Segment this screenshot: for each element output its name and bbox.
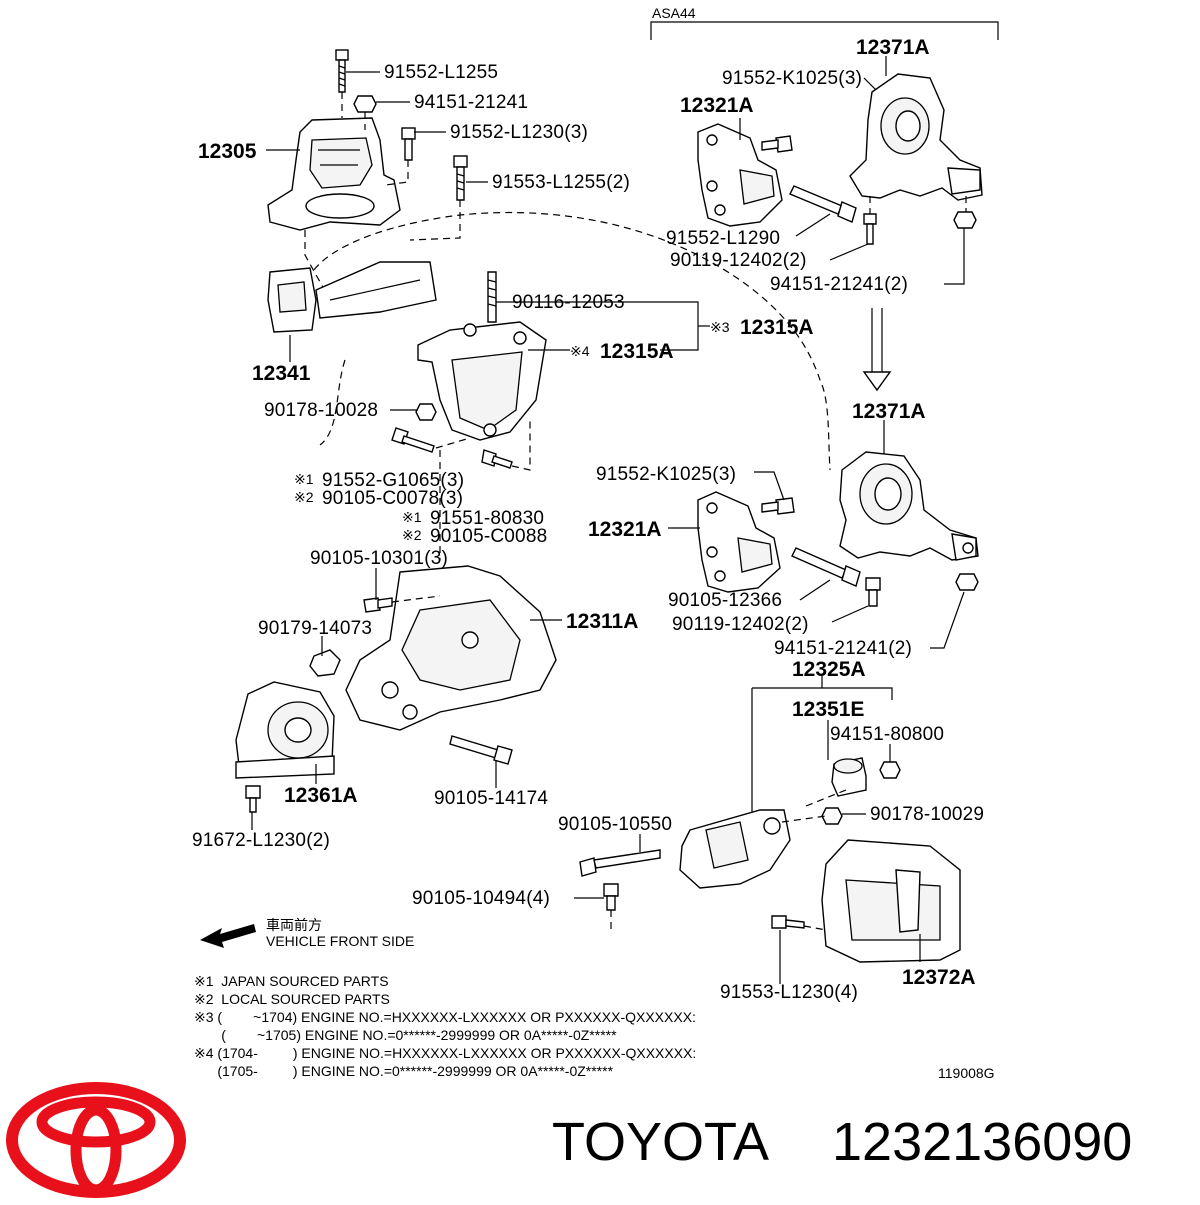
label-90105-10494: 90105-10494(4) (412, 888, 550, 909)
label-90116-12053: 90116-12053 (512, 292, 625, 313)
label-94151-21241-mid: 94151-21241(2) (774, 638, 912, 659)
label-94151-21241: 94151-21241 (414, 92, 528, 113)
label-90105-C0088: 90105-C0088 (430, 526, 547, 547)
toyota-emblem-icon (6, 1082, 186, 1198)
label-12325A: 12325A (792, 658, 866, 681)
part-labels: 12371A 91552-K1025(3) 12321A 91552-L1290… (192, 36, 984, 1003)
label-91552-L1230: 91552-L1230(3) (450, 122, 588, 143)
figure-id: 119008G (938, 1065, 995, 1081)
label-12361A: 12361A (284, 784, 358, 807)
label-94151-21241-top: 94151-21241(2) (770, 274, 908, 295)
mount-12371A-mid (839, 451, 979, 561)
mark-1-a: ※1 (294, 471, 314, 487)
label-91552-L1290: 91552-L1290 (666, 228, 780, 249)
brand-name: TOYOTA (552, 1112, 769, 1172)
mark-4: ※4 (570, 343, 590, 359)
brand-caption: TOYOTA 1232136090 (552, 1112, 1132, 1172)
vehicle-front-arrow-icon (200, 924, 256, 948)
label-12315A-right: 12315A (740, 316, 814, 339)
label-90119-12402-mid: 90119-12402(2) (672, 614, 809, 635)
note-line: ※1 JAPAN SOURCED PARTS (194, 973, 389, 989)
mark-2-a: ※2 (294, 489, 314, 505)
mount-12371A-top (849, 73, 983, 245)
label-90105-14174: 90105-14174 (434, 788, 548, 809)
label-91672-L1230: 91672-L1230(2) (192, 830, 330, 851)
label-12305: 12305 (198, 140, 257, 163)
label-91552-G1065: 91552-G1065(3) (322, 470, 464, 491)
label-12371A-mid: 12371A (852, 400, 926, 423)
label-12321A-mid: 12321A (588, 518, 662, 541)
label-91552-K1025-top: 91552-K1025(3) (722, 68, 862, 89)
label-91552-K1025-mid: 91552-K1025(3) (596, 464, 736, 485)
label-12311A: 12311A (566, 610, 638, 633)
vehicle-front-text: 車両前方 VEHICLE FRONT SIDE (266, 917, 414, 949)
mark-1-b: ※1 (402, 509, 422, 525)
label-12321A-top: 12321A (680, 94, 754, 117)
model-bracket: ASA44 (650, 5, 999, 40)
note-line: ※3 ( ~1704) ENGINE NO.=HXXXXXX-LXXXXXX O… (194, 1009, 696, 1025)
bracket-12321A-top (697, 123, 857, 227)
front-jp: 車両前方 (266, 917, 322, 933)
bracket-12341 (267, 261, 437, 333)
label-91553-L1230: 91553-L1230(4) (720, 982, 858, 1003)
label-90178-10028: 90178-10028 (264, 400, 378, 421)
notes: ※1 JAPAN SOURCED PARTS ※2 LOCAL SOURCED … (194, 973, 995, 1081)
note-line: ※4 (1704- ) ENGINE NO.=HXXXXXX-LXXXXXX O… (194, 1045, 696, 1061)
front-en: VEHICLE FRONT SIDE (266, 933, 414, 949)
label-91553-L1255: 91553-L1255(2) (492, 172, 630, 193)
bracket-12321A-mid (697, 491, 979, 607)
part-number: 1232136090 (832, 1112, 1132, 1172)
engine-mount-12305 (267, 49, 468, 301)
label-90105-C0078: 90105-C0078(3) (322, 488, 463, 509)
arrow-down-icon (862, 308, 892, 392)
mount-12361A (235, 681, 335, 813)
bracket-12315A (391, 271, 547, 560)
label-12351E: 12351E (792, 698, 864, 721)
engine-outline (307, 211, 831, 471)
note-line: ※2 LOCAL SOURCED PARTS (194, 991, 390, 1007)
note-line: (1705- ) ENGINE NO.=0******-2999999 OR 0… (194, 1063, 614, 1079)
label-12315A-mid: 12315A (600, 340, 674, 363)
label-12341: 12341 (252, 362, 311, 385)
label-90179-14073: 90179-14073 (258, 618, 372, 639)
label-91551-80830: 91551-80830 (430, 508, 544, 529)
label-90119-12402-top: 90119-12402(2) (670, 250, 807, 271)
bracket-12311A (309, 565, 557, 765)
assembly-12325A (579, 676, 961, 963)
label-90178-10029: 90178-10029 (870, 804, 984, 825)
note-line: ( ~1705) ENGINE NO.=0******-2999999 OR 0… (194, 1027, 617, 1043)
model-code: ASA44 (652, 5, 696, 21)
mark-3: ※3 (710, 319, 730, 335)
leader-lines (251, 56, 965, 984)
label-90105-10301: 90105-10301(3) (310, 548, 448, 569)
label-94151-80800: 94151-80800 (830, 724, 944, 745)
label-90105-12366: 90105-12366 (668, 590, 782, 611)
engine-outline-left (319, 359, 346, 446)
label-90105-10550: 90105-10550 (558, 814, 672, 835)
label-91552-L1255: 91552-L1255 (384, 62, 498, 83)
mark-2-b: ※2 (402, 527, 422, 543)
label-12372A: 12372A (902, 966, 976, 989)
label-12371A-top: 12371A (856, 36, 930, 59)
